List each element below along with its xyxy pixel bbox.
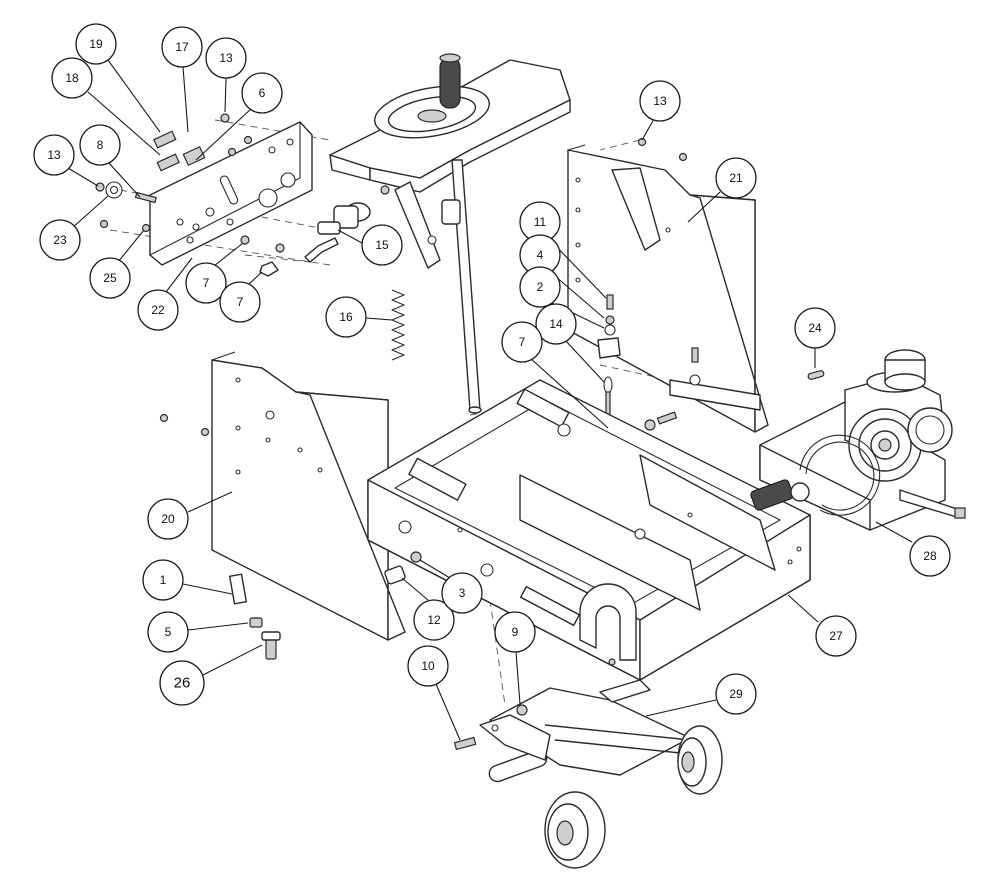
callout-label: 4 (537, 248, 544, 262)
callout: 24 (794, 307, 836, 368)
callout-label: 24 (808, 321, 822, 335)
callout: 21 (687, 157, 757, 223)
callout: 7 (185, 242, 244, 304)
callout: 19 (75, 23, 161, 133)
callout: 20 (147, 491, 233, 540)
callout: 5 (147, 611, 249, 653)
callout: 7 (501, 321, 609, 429)
callout: 10 (407, 645, 461, 741)
callout: 22 (137, 257, 193, 331)
callout: 9 (494, 611, 536, 705)
callout-label: 5 (165, 625, 172, 639)
callout-label: 8 (97, 138, 104, 152)
callout-label: 9 (512, 625, 519, 639)
callout: 28 (875, 521, 951, 577)
callout: 6 (195, 72, 283, 161)
callout-label: 3 (459, 586, 466, 600)
left-side-panel (159, 351, 406, 641)
callout-label: 1 (160, 573, 167, 587)
callout-label: 13 (47, 148, 61, 162)
callout: 18 (51, 57, 161, 156)
callout-label: 23 (53, 233, 67, 247)
callout-label: 15 (375, 238, 389, 252)
callout: 14 (535, 303, 605, 383)
callout-label: 12 (427, 613, 441, 627)
right-panel-hardware (597, 294, 701, 437)
callout-label: 25 (103, 271, 117, 285)
callout: 27 (787, 594, 857, 657)
callout: 13 (33, 134, 99, 187)
callout-label: 27 (829, 629, 843, 643)
control-panel-plate (149, 121, 313, 266)
callout-label: 17 (175, 40, 189, 54)
plate-hardware (95, 113, 285, 277)
callout-label: 22 (151, 303, 165, 317)
main-frame (367, 379, 811, 681)
callout: 26 (159, 644, 263, 706)
wheel-axle-assembly (453, 679, 723, 869)
callout: 12 (401, 577, 455, 641)
callout-label: 20 (161, 512, 175, 526)
callout-label: 7 (519, 335, 526, 349)
water-valve (304, 202, 371, 263)
callout-label: 11 (534, 215, 547, 229)
spring (391, 289, 405, 361)
callout-label: 13 (653, 94, 667, 108)
callout-label: 18 (65, 71, 79, 85)
callout: 3 (419, 559, 483, 614)
small-parts-left (228, 573, 281, 660)
callout: 7 (219, 271, 263, 323)
handle-assembly (329, 53, 571, 414)
callout: 1 (142, 559, 233, 601)
callout-label: 13 (219, 51, 233, 65)
callout: 8 (79, 124, 141, 198)
engine-assembly (750, 349, 966, 531)
callout: 15 (337, 224, 403, 266)
callout-label: 10 (421, 659, 435, 673)
callout: 13 (639, 80, 681, 141)
callout-label: 16 (339, 310, 353, 324)
callout: 23 (39, 195, 109, 261)
callout-label: 28 (923, 549, 937, 563)
callout: 25 (89, 229, 145, 299)
callout-label: 26 (174, 675, 191, 692)
callout-label: 7 (237, 295, 244, 309)
callout: 17 (161, 26, 203, 133)
callout: 13 (205, 37, 247, 113)
callout-label: 19 (89, 37, 103, 51)
callout: 16 (325, 296, 393, 338)
right-side-panel (567, 137, 769, 433)
callout-label: 2 (537, 280, 544, 294)
callout-label: 6 (259, 86, 266, 100)
callouts: 19 17 13 18 6 13 (33, 23, 951, 741)
callout-label: 7 (203, 276, 210, 290)
callout-label: 14 (549, 317, 563, 331)
callout-label: 29 (729, 687, 743, 701)
callout: 29 (645, 673, 757, 717)
callout-label: 21 (729, 171, 743, 185)
